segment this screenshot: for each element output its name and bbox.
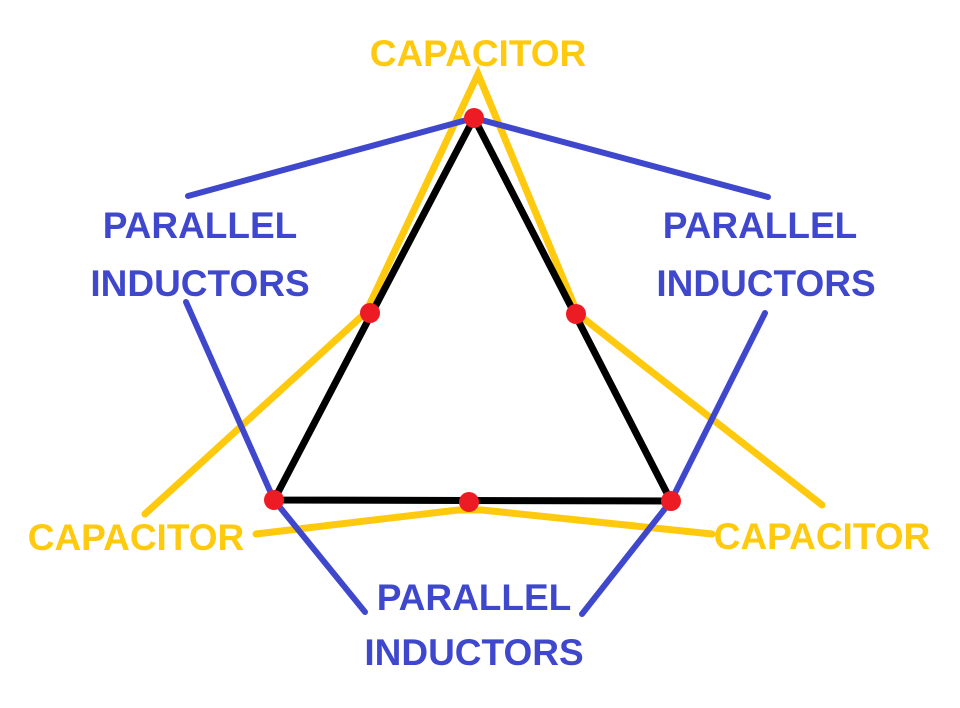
node-bottom-mid bbox=[459, 492, 479, 512]
inductor-lines bbox=[183, 114, 771, 617]
node-bottom-right bbox=[661, 491, 681, 511]
triangle bbox=[270, 114, 675, 505]
node-bottom-left bbox=[264, 490, 284, 510]
capacitor-top-line bbox=[362, 65, 581, 316]
capacitor-bottom-line bbox=[252, 506, 716, 538]
inductors-left-label-line1: PARALLEL bbox=[103, 205, 298, 246]
capacitor-right-label: CAPACITOR bbox=[714, 516, 931, 557]
inductor-left-line bbox=[183, 299, 368, 615]
nodes bbox=[264, 108, 681, 512]
capacitor-left-line bbox=[141, 312, 366, 518]
capacitor-top-label: CAPACITOR bbox=[370, 33, 587, 74]
inductors-right-label-line2: INDUCTORS bbox=[656, 263, 875, 304]
inductors-bottom-label-line2: INDUCTORS bbox=[364, 632, 583, 673]
inductor-right-line bbox=[579, 310, 768, 617]
capacitor-left-label: CAPACITOR bbox=[28, 517, 245, 558]
inductors-right-label-line1: PARALLEL bbox=[663, 205, 858, 246]
node-top bbox=[464, 108, 484, 128]
inductors-bottom-label-line1: PARALLEL bbox=[377, 577, 572, 618]
node-left-mid bbox=[360, 303, 380, 323]
capacitor-right-line bbox=[579, 314, 826, 509]
node-right-mid bbox=[566, 304, 586, 324]
inductors-left-label-line2: INDUCTORS bbox=[90, 263, 309, 304]
